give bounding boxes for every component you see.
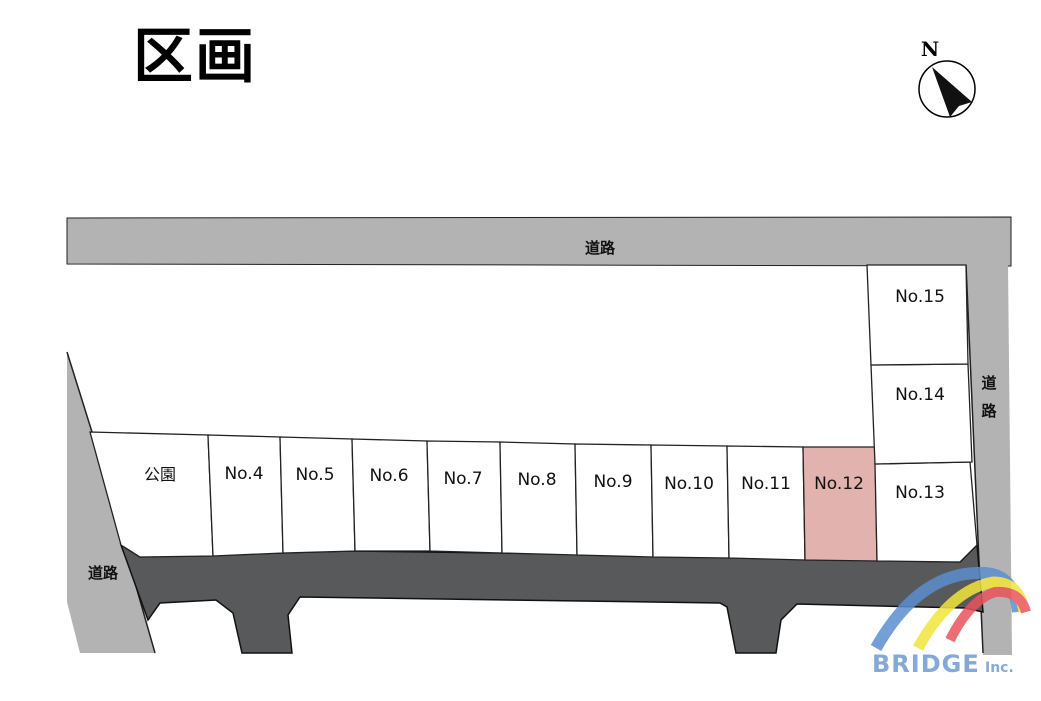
lot-no15[interactable] — [866, 264, 969, 366]
lot-no8[interactable] — [499, 441, 578, 556]
north-compass: N — [918, 37, 976, 118]
lot-park[interactable] — [89, 431, 214, 558]
lot-no11[interactable] — [726, 445, 806, 561]
lot-no13[interactable] — [874, 461, 978, 563]
lot-label: No.8 — [517, 470, 556, 490]
lot-row — [89, 264, 978, 563]
lot-label: No.9 — [593, 472, 632, 492]
lot-label: No.12 — [814, 474, 864, 494]
top-road — [66, 216, 1012, 267]
bridge-logo: BRIDGE Inc. — [870, 566, 1031, 678]
lot-label: No.15 — [895, 287, 945, 307]
lot-label: No.10 — [664, 474, 714, 494]
lot-no5[interactable] — [279, 436, 356, 554]
road-label-right: 道 — [981, 374, 996, 392]
road-label-top: 道路 — [585, 239, 616, 257]
road-label-left: 道路 — [88, 564, 119, 582]
lot-no6[interactable] — [351, 438, 431, 552]
lot-label: No.13 — [895, 483, 945, 503]
logo-suffix: Inc. — [985, 660, 1014, 676]
lot-label: No.5 — [295, 465, 334, 485]
north-label: N — [921, 37, 939, 61]
page-title: 区画 — [133, 22, 257, 92]
lot-no4[interactable] — [207, 434, 284, 557]
road-label-right: 路 — [981, 402, 997, 420]
logo-text: BRIDGE — [872, 650, 980, 678]
lot-no9[interactable] — [574, 443, 654, 558]
lot-label: No.6 — [369, 466, 408, 486]
lot-label: No.4 — [224, 464, 263, 484]
lot-no7[interactable] — [426, 440, 503, 554]
right-road — [966, 265, 1012, 655]
lot-no10[interactable] — [650, 444, 730, 559]
north-arrow-icon — [932, 67, 972, 117]
lot-label: No.7 — [443, 469, 482, 489]
lot-label: No.11 — [741, 474, 791, 494]
lot-no12[interactable] — [802, 446, 878, 562]
lot-label-park: 公園 — [144, 465, 176, 484]
lot-no14[interactable] — [870, 363, 973, 465]
lot-label: No.14 — [895, 385, 945, 405]
